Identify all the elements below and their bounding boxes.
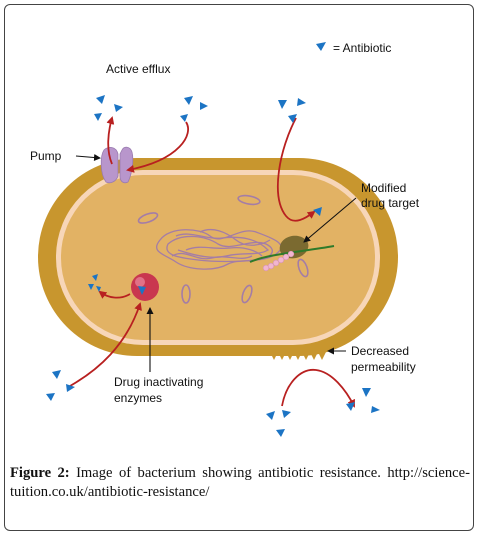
plasmids <box>137 194 309 304</box>
efflux-arrow-out-left <box>106 116 115 165</box>
decreased-permeability-wall <box>270 352 326 360</box>
antibiotic-icon <box>52 370 61 379</box>
antibiotic-icon <box>346 402 355 411</box>
antibiotic-icon <box>362 388 371 397</box>
bacterium-diagram: = Antibiotic Active efflux Pump Modified… <box>30 41 420 437</box>
modified-target-arrow <box>276 117 316 222</box>
ribosome-chain <box>262 250 295 272</box>
enzyme-entry-arrow <box>69 302 142 387</box>
antibiotic-icon <box>138 286 146 295</box>
antibiotic-icon <box>96 95 105 104</box>
inactivated-release-arrow <box>98 290 131 299</box>
antibiotic-icon <box>184 96 193 105</box>
modified-target-label-line1: Modified <box>361 181 406 195</box>
active-efflux-label: Active efflux <box>106 62 170 76</box>
efflux-pump <box>100 146 134 184</box>
figure-caption: Figure 2: Image of bacterium showing ant… <box>10 464 470 502</box>
pointer-lines <box>75 154 357 372</box>
decreased-permeability-label-line1: Decreased <box>351 344 409 358</box>
permeability-bounce-arrow <box>281 369 355 408</box>
antibiotic-icon <box>96 286 101 292</box>
mrna-strand <box>249 245 335 263</box>
antibiotic-icon <box>46 393 55 401</box>
antibiotic-icon <box>282 410 291 418</box>
antibiotic-icon <box>313 207 322 216</box>
pump-pointer <box>75 154 101 161</box>
pathway-arrows <box>69 116 355 408</box>
antibiotic-icon <box>92 274 98 281</box>
antibiotic-icon <box>371 406 380 413</box>
antibiotic-icon <box>278 100 287 109</box>
antibiotic-icon <box>180 114 188 122</box>
antibiotic-icon <box>88 284 94 290</box>
caption-text: Image of bacterium showing antibiotic re… <box>10 465 470 500</box>
caption-figure-label: Figure 2: <box>10 465 70 481</box>
antibiotic-icon <box>297 98 306 106</box>
legend-antibiotic-label: = Antibiotic <box>333 41 391 55</box>
antibiotic-icon <box>114 104 123 112</box>
drug-inactivating-label-line2: enzymes <box>114 391 162 405</box>
antibiotic-icon <box>266 411 275 420</box>
antibiotic-icon <box>200 102 208 110</box>
antibiotics <box>46 42 380 437</box>
efflux-arrow-in-right <box>126 121 189 173</box>
antibiotic-icon <box>288 114 297 123</box>
drug-inactivating-label-line1: Drug inactivating <box>114 375 203 389</box>
modified-target-label-line2: drug target <box>361 196 420 210</box>
decreased-permeability-label-line2: permeability <box>351 360 416 374</box>
antibiotic-icon <box>66 384 75 392</box>
modified-target-pointer <box>303 197 357 243</box>
antibiotic-icon <box>276 429 285 437</box>
antibiotic-icon <box>94 113 102 121</box>
pump-label: Pump <box>30 149 62 163</box>
antibiotic-icon <box>316 42 326 51</box>
enzyme-highlight <box>135 277 145 287</box>
